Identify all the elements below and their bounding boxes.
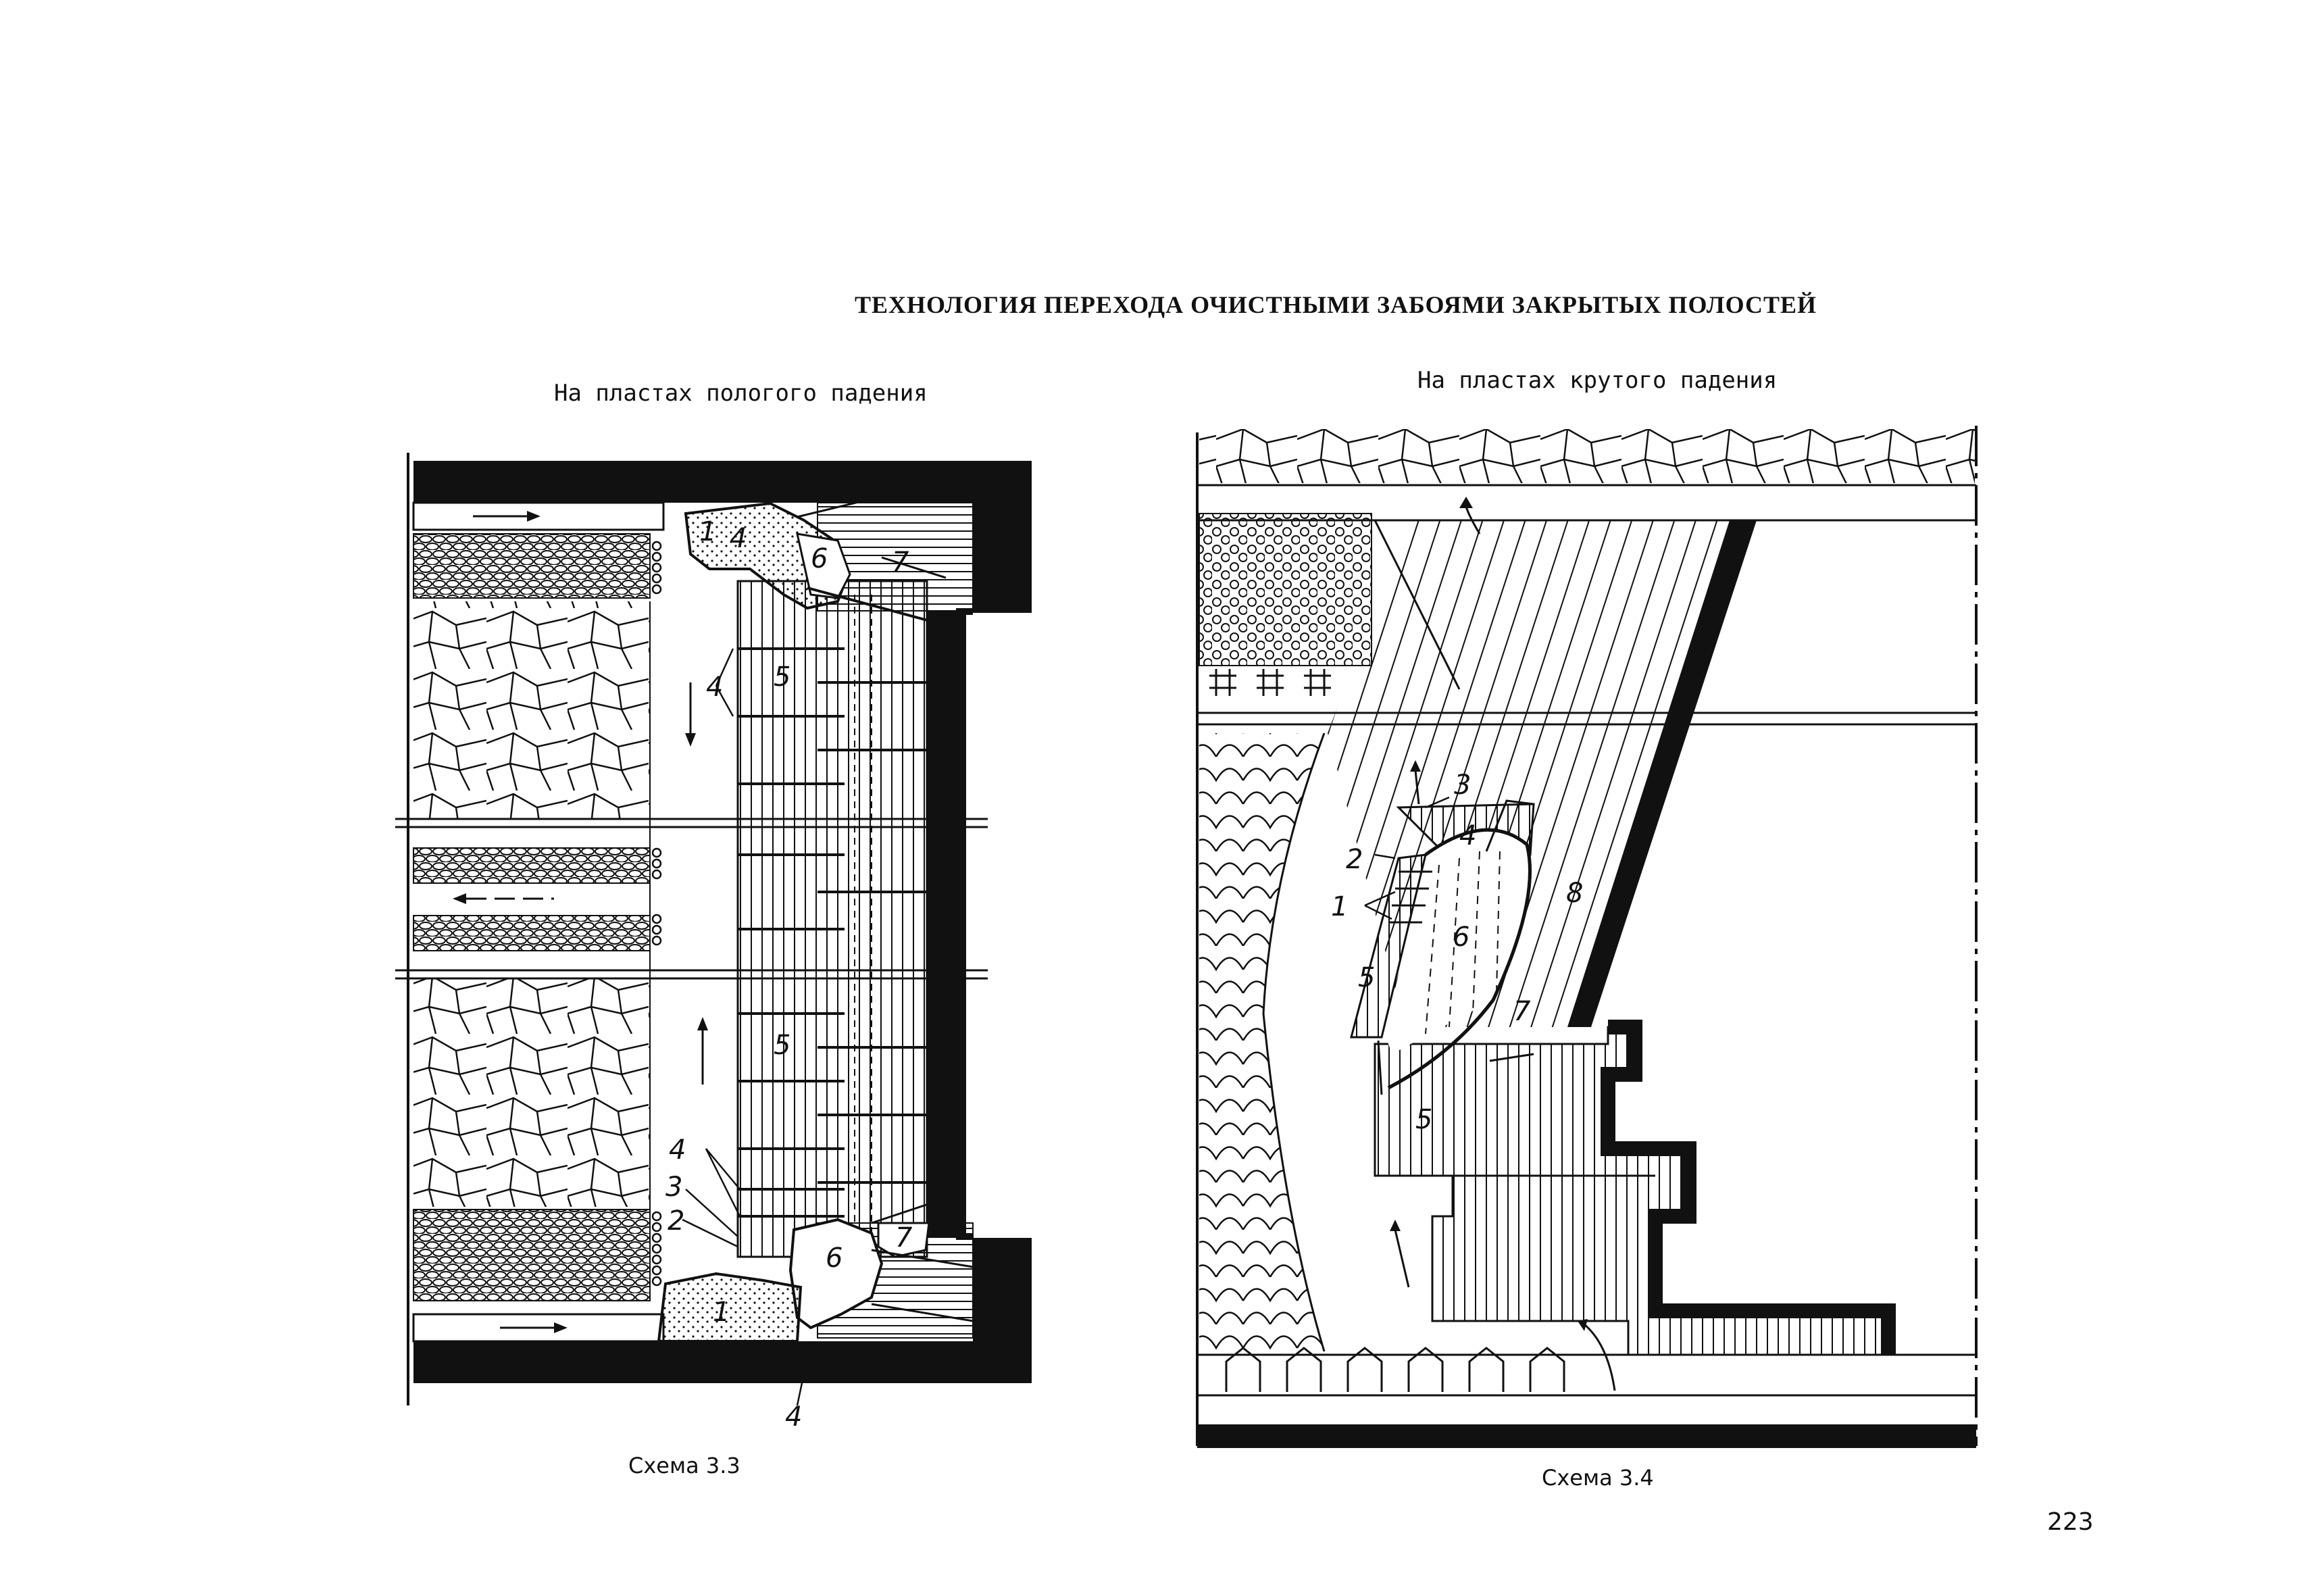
left-bottom-floor-band <box>413 1341 1032 1383</box>
left-label-3: 3 <box>665 1172 682 1203</box>
right-label-8: 8 <box>1566 878 1583 909</box>
left-scheme-caption: Схема 3.3 <box>628 1453 740 1478</box>
left-pebble-pack-top <box>413 533 651 599</box>
right-arch-props <box>1225 1347 1565 1392</box>
left-pebble-pack-mid1 <box>413 847 651 884</box>
page-title: ТЕХНОЛОГИЯ ПЕРЕХОДА ОЧИСТНЫМИ ЗАБОЯМИ ЗА… <box>855 291 1817 318</box>
left-scheme: 1 4 6 7 4 5 5 4 3 2 6 7 1 4 <box>395 453 1032 1432</box>
left-label-5-upper: 5 <box>774 662 790 693</box>
right-label-2: 2 <box>1346 844 1363 875</box>
right-scheme-caption: Схема 3.4 <box>1542 1465 1654 1491</box>
left-top-roof-band <box>413 461 1032 503</box>
left-label-4-top: 4 <box>730 523 747 554</box>
right-fence-marks <box>1209 669 1331 696</box>
left-prop-column <box>651 541 662 1287</box>
left-goaf-lower <box>413 978 650 1207</box>
right-scheme: 3 4 2 1 6 8 5 7 5 <box>1196 426 1978 1448</box>
left-label-7-bottom: 7 <box>895 1222 913 1253</box>
right-floor-band <box>1197 1424 1976 1448</box>
right-label-1: 1 <box>1331 891 1348 922</box>
left-label-5-lower: 5 <box>774 1030 790 1061</box>
left-scheme-subtitle: На пластах пологого падения <box>554 380 928 407</box>
left-label-7-top: 7 <box>892 547 909 578</box>
left-coal-face <box>736 580 928 1258</box>
left-label-6-top: 6 <box>811 543 828 574</box>
right-label-3: 3 <box>1454 770 1471 801</box>
left-label-1-top: 1 <box>699 516 716 547</box>
left-label-4-upper: 4 <box>706 672 723 703</box>
left-label-6-bottom: 6 <box>826 1243 842 1274</box>
left-solid-wall <box>927 612 966 1238</box>
left-bottom-right-wall <box>973 1238 1032 1383</box>
page-number: 223 <box>2047 1508 2094 1536</box>
left-label-2: 2 <box>668 1205 684 1237</box>
left-label-4-lower: 4 <box>669 1134 686 1166</box>
right-top-rock <box>1199 429 1975 483</box>
left-pebble-pack-bottom <box>413 1209 651 1301</box>
right-label-6: 6 <box>1453 922 1469 953</box>
right-scheme-subtitle: На пластах крутого падения <box>1417 367 1778 394</box>
left-label-4-bottom: 4 <box>785 1401 802 1432</box>
left-goaf-upper <box>413 601 650 819</box>
left-top-right-wall <box>973 461 1032 613</box>
right-seam-roof-black <box>1567 520 1757 1027</box>
right-backfill <box>1199 513 1372 666</box>
right-label-7: 7 <box>1513 996 1531 1027</box>
left-label-1-bottom: 1 <box>713 1297 730 1328</box>
right-label-5-upper: 5 <box>1358 962 1375 993</box>
right-label-5-lower: 5 <box>1415 1104 1432 1135</box>
left-pebble-pack-mid2 <box>413 915 651 951</box>
right-goaf <box>1199 733 1324 1351</box>
right-label-4: 4 <box>1459 820 1476 851</box>
left-bottom-cavity-1 <box>657 1272 803 1343</box>
